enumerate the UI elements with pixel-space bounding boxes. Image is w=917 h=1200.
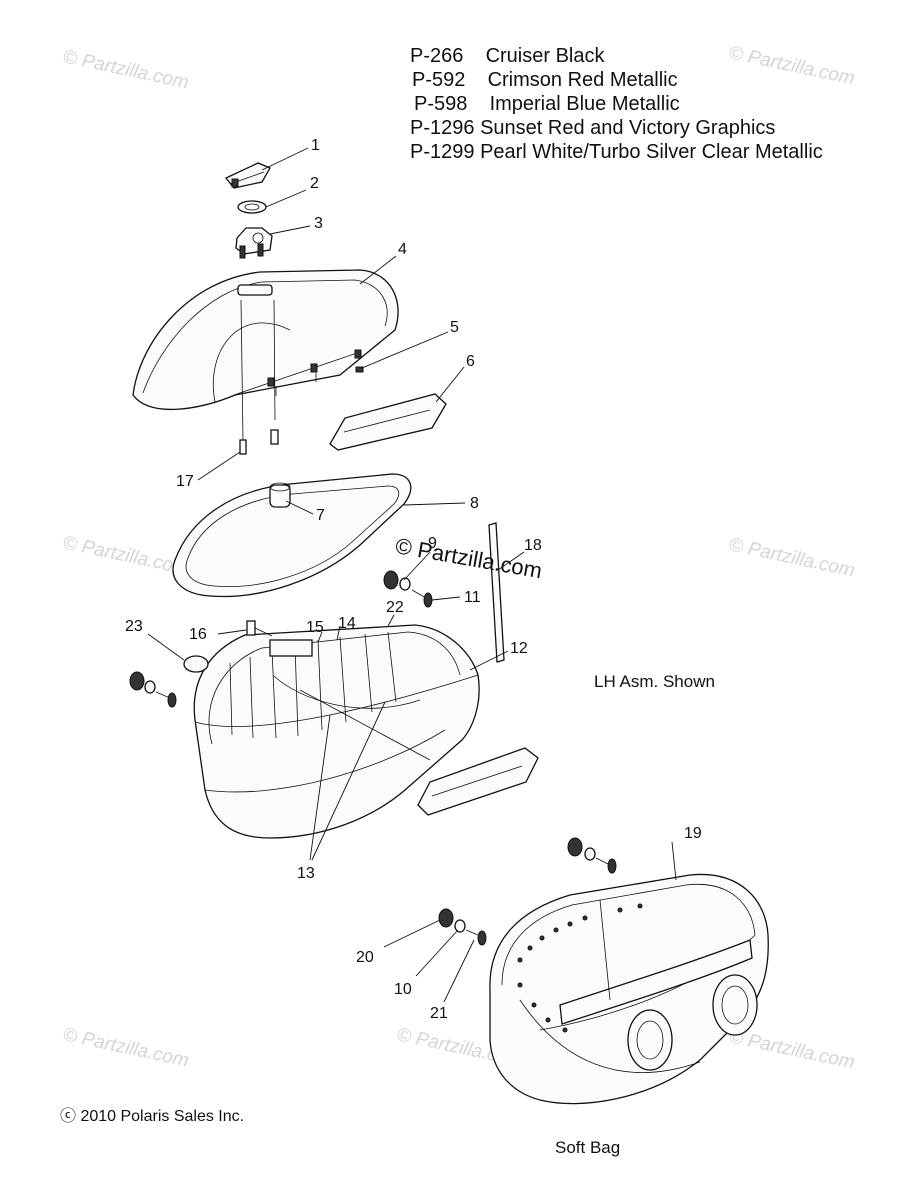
legend-row: P-1296 Sunset Red and Victory Graphics (408, 116, 823, 140)
legend-code: P-592 (412, 69, 466, 91)
part-16-tab (246, 620, 273, 637)
part-17-pin (239, 299, 279, 455)
callout-11: 11 (464, 589, 481, 606)
legend-code: P-1299 (410, 141, 475, 163)
part-7-bumper (269, 482, 291, 508)
callout-14: 14 (338, 615, 356, 632)
legend-code: P-1296 (410, 117, 475, 139)
callout-6: 6 (466, 353, 475, 370)
part-4-lid (132, 269, 399, 411)
callout-9: 9 (428, 535, 437, 552)
part-19-soft-bag (489, 873, 769, 1105)
callout-2: 2 (310, 175, 319, 192)
callout-19: 19 (684, 825, 702, 842)
left-fasteners (129, 671, 177, 708)
callout-10: 10 (394, 981, 412, 998)
watermark: © Partzilla.com (61, 46, 191, 93)
callout-21: 21 (430, 1005, 448, 1022)
callout-8: 8 (470, 495, 479, 512)
assembly-note: LH Asm. Shown (594, 672, 715, 691)
legend-code: P-266 (410, 45, 464, 67)
part-9-11-fasteners (383, 570, 433, 608)
callout-3: 3 (314, 215, 323, 232)
legend-row: P-1299 Pearl White/Turbo Silver Clear Me… (408, 140, 823, 164)
callout-4: 4 (398, 241, 407, 258)
legend-name: Crimson Red Metallic (487, 69, 678, 91)
part-2-washer (237, 200, 267, 214)
part-5-screw (275, 366, 364, 396)
callout-22: 22 (386, 599, 404, 616)
callout-labels: 1 2 3 4 5 6 7 8 9 10 11 12 13 14 15 16 1… (125, 137, 702, 1022)
watermark: © Partzilla.com (61, 532, 191, 579)
soft-bag-fasteners (438, 837, 617, 946)
legend-row: P-598 Imperial Blue Metallic (408, 92, 823, 116)
watermark: © Partzilla.com (727, 534, 857, 581)
part-23-plug (183, 655, 209, 673)
callout-17: 17 (176, 473, 194, 490)
part-8-gasket (172, 473, 412, 598)
watermark: © Partzilla.com (727, 1026, 857, 1073)
part-3-lock-assembly (235, 227, 273, 259)
callout-15: 15 (306, 619, 324, 636)
part-1-latch-handle (224, 162, 271, 189)
lower-emblem (417, 747, 539, 816)
legend-name: Sunset Red and Victory Graphics (480, 117, 776, 139)
legend-row: P-266 Cruiser Black (408, 44, 823, 68)
callout-1: 1 (311, 137, 320, 154)
legend-name: Cruiser Black (485, 45, 605, 67)
paint-code-legend: P-266 Cruiser Black P-592 Crimson Red Me… (408, 44, 823, 164)
legend-row: P-592 Crimson Red Metallic (408, 68, 823, 92)
callout-13: 13 (297, 865, 315, 882)
legend-name: Pearl White/Turbo Silver Clear Metallic (480, 141, 823, 163)
callout-23: 23 (125, 618, 143, 635)
soft-bag-label: Soft Bag (555, 1138, 621, 1157)
callout-12: 12 (510, 640, 528, 657)
legend-name: Imperial Blue Metallic (489, 93, 680, 115)
callout-16: 16 (189, 626, 207, 643)
leader-lines (147, 147, 677, 1003)
part-6-emblem (329, 393, 447, 451)
part-12-saddlebag-body (193, 624, 480, 839)
copyright-notice: ⓒ 2010 Polaris Sales Inc. (60, 1108, 245, 1125)
callout-20: 20 (356, 949, 374, 966)
callout-7: 7 (316, 507, 325, 524)
part-18-strip (488, 522, 505, 663)
callout-5: 5 (450, 319, 459, 336)
watermark: © Partzilla.com (61, 1024, 191, 1071)
legend-code: P-598 (414, 93, 468, 115)
callout-18: 18 (524, 537, 542, 554)
